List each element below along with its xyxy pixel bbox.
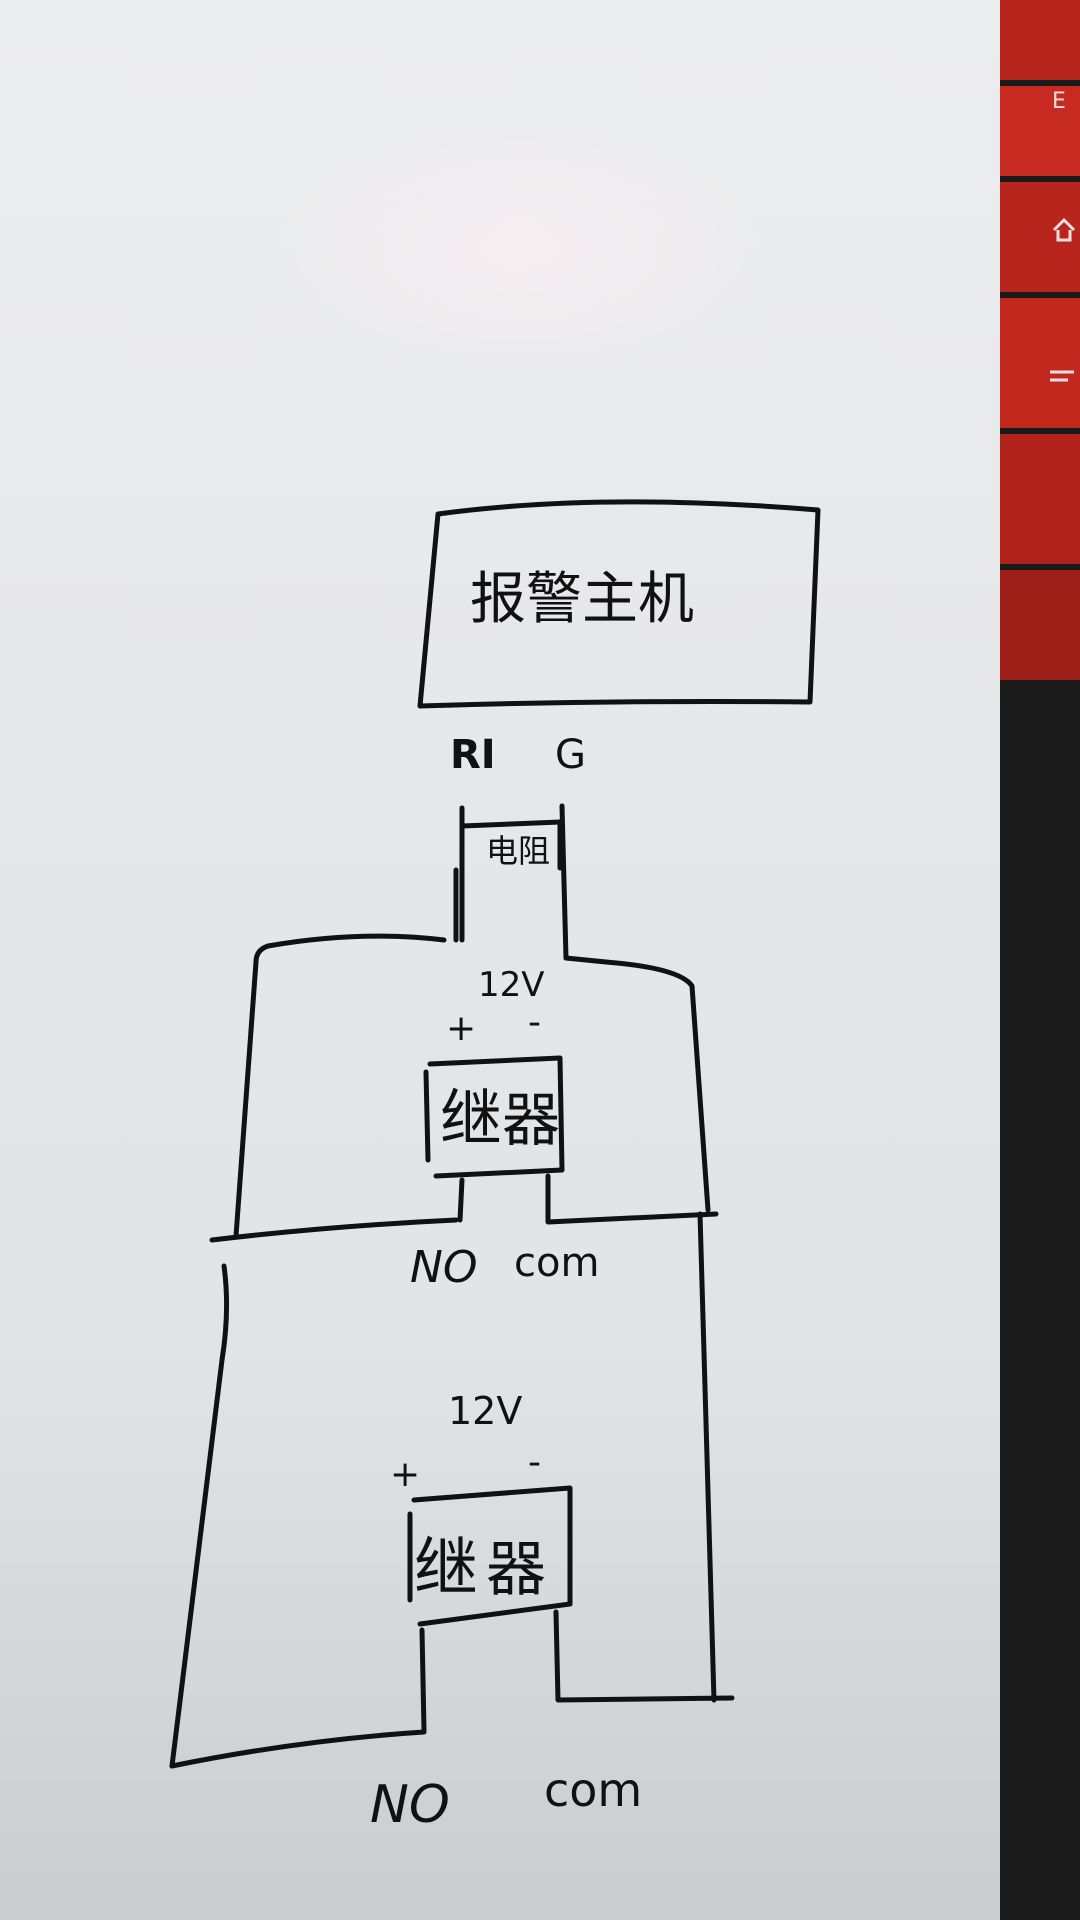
key-6 bbox=[1000, 570, 1080, 680]
key-1 bbox=[1000, 0, 1080, 80]
bottom-relay-no-label: NO bbox=[370, 1775, 450, 1835]
top-relay-com-lead bbox=[545, 1173, 719, 1225]
light-glare bbox=[260, 120, 780, 380]
hand-shadow bbox=[0, 1380, 1080, 1920]
top-loop-right-wire bbox=[563, 955, 711, 1213]
outer-left-wire bbox=[169, 1263, 230, 1769]
resistor-box-top bbox=[459, 819, 563, 871]
key-5 bbox=[1000, 434, 1080, 564]
terminal-positive-label: RI bbox=[450, 732, 496, 778]
key-dash-icon bbox=[1050, 370, 1074, 382]
bottom-relay-plus: + bbox=[390, 1454, 420, 1495]
bottom-relay-no-wire bbox=[169, 1729, 427, 1769]
bottom-relay-com-label: com bbox=[544, 1763, 642, 1817]
resistor-right-lead bbox=[559, 803, 569, 961]
bottom-relay-box bbox=[411, 1485, 573, 1627]
top-relay-box bbox=[427, 1055, 565, 1179]
home-key-icon bbox=[1052, 217, 1076, 242]
bottom-relay-voltage: 12V bbox=[448, 1389, 522, 1433]
bottom-relay-label-a: 继 bbox=[414, 1532, 478, 1606]
outer-right-wire bbox=[697, 1211, 717, 1703]
top-relay-box-left bbox=[423, 1069, 431, 1163]
top-relay-plus: + bbox=[446, 1008, 476, 1049]
bottom-relay-label-b: 器 bbox=[486, 1535, 546, 1605]
key-3 bbox=[1000, 182, 1080, 292]
key-4 bbox=[1000, 298, 1080, 428]
top-relay-no-lead bbox=[457, 1177, 465, 1223]
top-relay-label-a: 继 bbox=[440, 1082, 502, 1155]
top-relay-no-wire bbox=[209, 1217, 459, 1243]
top-relay-voltage: 12V bbox=[478, 965, 545, 1005]
terminal-ground-label: G bbox=[555, 732, 586, 778]
bottom-relay-com-lead bbox=[553, 1609, 735, 1703]
bottom-relay-minus: - bbox=[528, 1442, 541, 1483]
keyboard-edge: E bbox=[1000, 0, 1080, 1920]
top-relay-label-b: 器 bbox=[502, 1086, 560, 1154]
bottom-relay-no-lead bbox=[419, 1627, 427, 1733]
top-loop-left-wire bbox=[233, 933, 447, 1239]
top-relay-com-label: com bbox=[514, 1240, 599, 1286]
key-2 bbox=[1000, 86, 1080, 176]
top-relay-minus: - bbox=[528, 1002, 541, 1043]
controller-label: 报警主机 bbox=[470, 567, 694, 632]
key-glyph-e: E bbox=[1052, 89, 1066, 114]
top-relay-no-label: NO bbox=[410, 1242, 478, 1293]
controller-box bbox=[417, 499, 821, 709]
resistor-label: 电阻 bbox=[486, 832, 550, 870]
